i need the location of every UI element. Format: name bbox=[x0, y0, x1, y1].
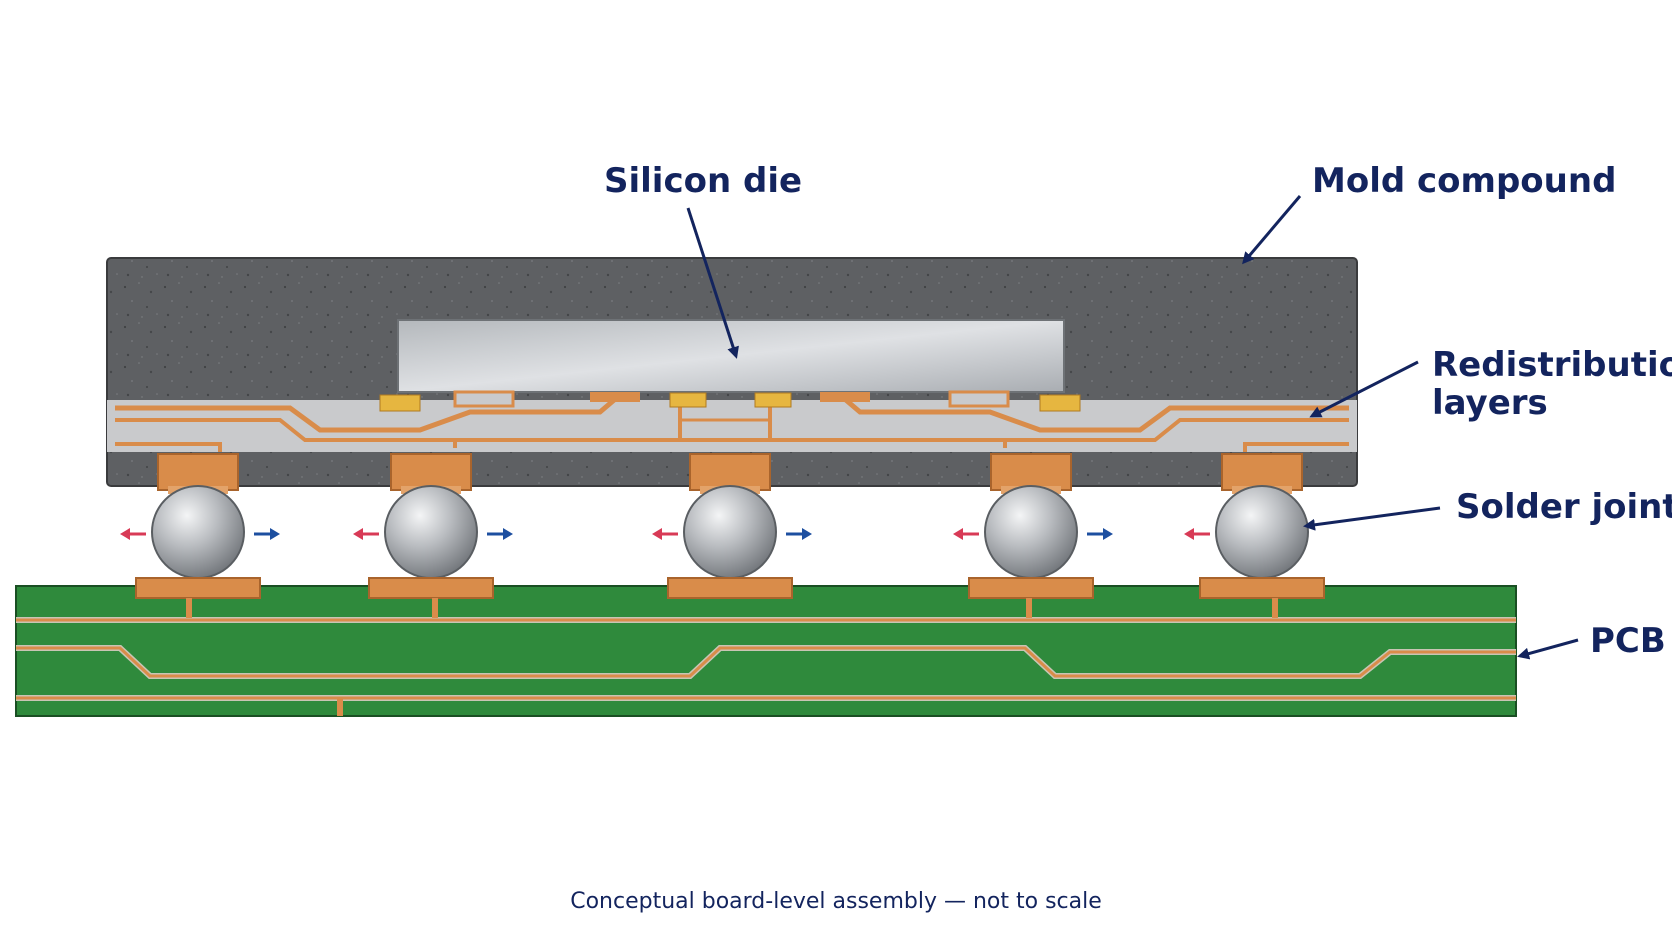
redistribution-leader bbox=[1309, 360, 1419, 418]
solder-joint bbox=[368, 453, 494, 618]
redistribution-label-line2: layers bbox=[1432, 383, 1548, 423]
mold-compound-label: Mold compound bbox=[1312, 161, 1616, 201]
silicon-die-leader bbox=[686, 207, 739, 359]
right-arrow-icon bbox=[254, 528, 280, 540]
caption: Conceptual board-level assembly — not to… bbox=[570, 889, 1102, 914]
solder-joints bbox=[135, 453, 1325, 618]
solder-joints-leader bbox=[1303, 506, 1441, 531]
right-arrow-icon bbox=[786, 528, 812, 540]
redistribution-label-line1: Redistribution bbox=[1432, 345, 1672, 385]
left-arrow-icon bbox=[953, 528, 979, 540]
callout-leaders bbox=[686, 195, 1579, 660]
silicon-die bbox=[397, 319, 1065, 393]
left-arrow-icon bbox=[652, 528, 678, 540]
pcb-leader bbox=[1517, 638, 1579, 660]
solder-joint bbox=[135, 453, 261, 618]
die-bump-pads bbox=[379, 390, 1081, 412]
left-arrow-icon bbox=[353, 528, 379, 540]
solder-joints-label: Solder joints bbox=[1456, 487, 1672, 527]
pcb-label: PCB bbox=[1590, 621, 1666, 661]
right-arrow-icon bbox=[487, 528, 513, 540]
solder-joint bbox=[667, 453, 793, 599]
solder-joint bbox=[1199, 453, 1325, 618]
left-arrow-icon bbox=[120, 528, 146, 540]
left-arrow-icon bbox=[1184, 528, 1210, 540]
pcb bbox=[15, 585, 1517, 717]
right-arrow-icon bbox=[1087, 528, 1113, 540]
cte-arrows bbox=[120, 528, 1210, 540]
mold-compound-leader bbox=[1242, 195, 1302, 265]
redistribution-layers bbox=[107, 393, 1357, 452]
silicon-die-label: Silicon die bbox=[604, 161, 802, 201]
solder-joint bbox=[968, 453, 1094, 618]
